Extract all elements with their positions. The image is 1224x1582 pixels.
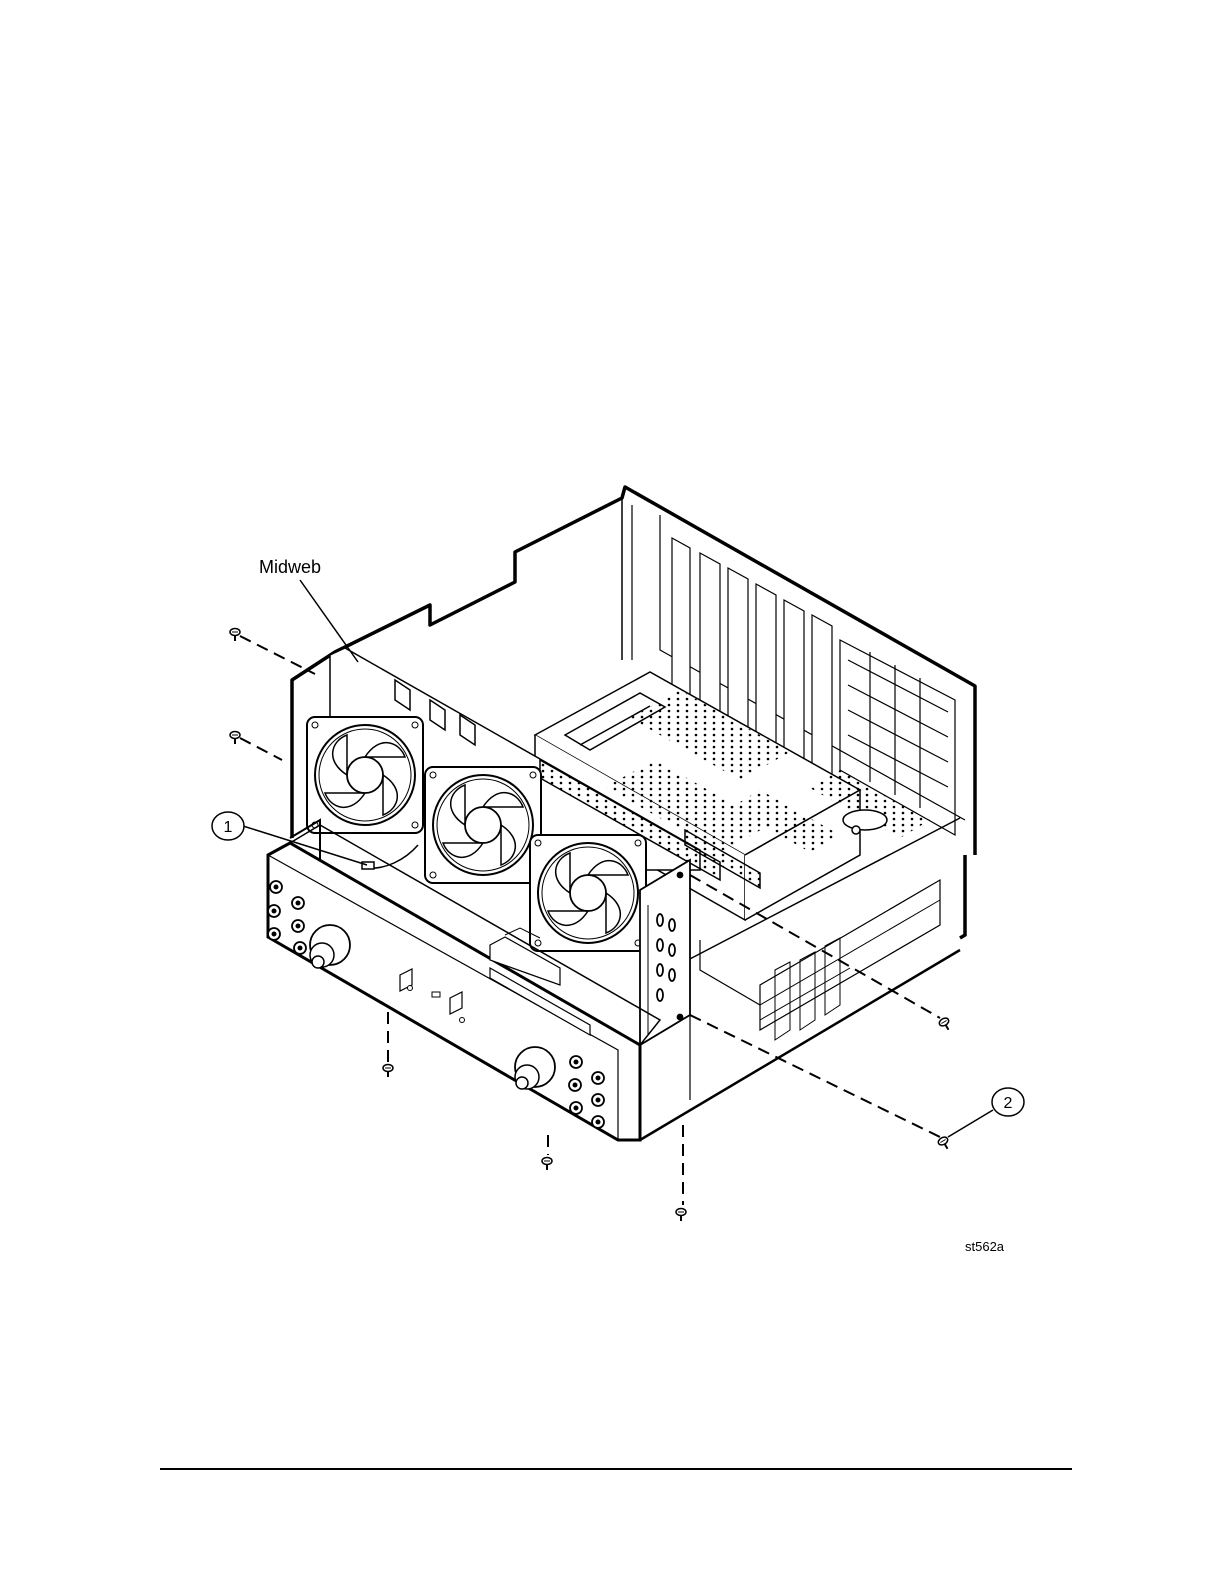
callout-2: 2 bbox=[992, 1088, 1024, 1116]
fan-left bbox=[307, 717, 423, 833]
callout-2-number: 2 bbox=[1004, 1095, 1013, 1112]
fan-right bbox=[530, 835, 646, 951]
figure-id: st562a bbox=[965, 1239, 1005, 1254]
callout-1-number: 1 bbox=[224, 819, 233, 836]
midweb-label: Midweb bbox=[259, 557, 321, 577]
callout-1: 1 bbox=[212, 812, 244, 840]
side-plate bbox=[640, 860, 690, 1045]
footer-rule bbox=[160, 1468, 1072, 1470]
fan-middle bbox=[425, 767, 541, 883]
fan-cable bbox=[362, 845, 418, 869]
